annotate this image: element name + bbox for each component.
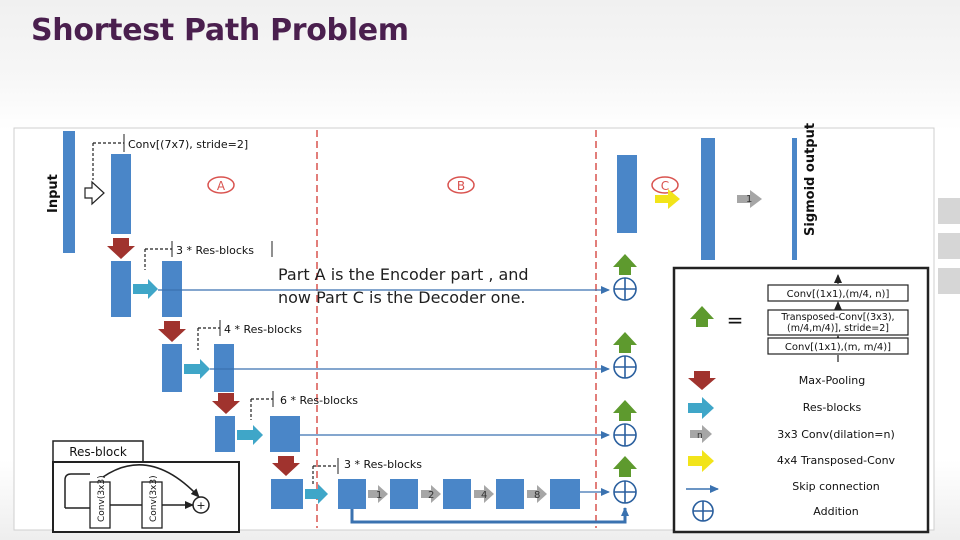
res-blocks-arrow-icon [184,359,210,379]
decoder-output-block [701,138,715,260]
conv-arrow-icon [84,180,105,206]
annotation-line-2: now Part C is the Decoder one. [278,288,526,307]
addition-icon [613,423,637,447]
svg-text:+: + [196,499,205,512]
encoder-block-2b [214,344,234,392]
legend-equals: = [727,308,744,332]
legend-badge: n [697,431,703,441]
decoder-block [617,155,637,233]
legend-label: Res-blocks [803,401,862,414]
legend-label: 3x3 Conv(dilation=n) [777,428,895,441]
max-pooling-arrow-icon [212,393,240,414]
dilated-conv-arrow-icon [527,485,547,503]
res-blocks-arrow-icon [305,484,328,504]
svg-text:A: A [217,179,226,193]
svg-text:Conv(3x3): Conv(3x3) [149,475,159,522]
input-label: Input [46,174,61,213]
svg-text:Res-block: Res-block [69,445,127,459]
legend-stack-text: Transposed-Conv[(3x3), [780,312,894,323]
res-blocks-arrow-icon [688,397,714,419]
max-pooling-arrow-icon [272,456,300,476]
legend-stack-text: Conv[(1x1),(m/4, n)] [787,289,890,300]
transposed-conv-arrow-icon [655,189,680,209]
annotation-note: Part A is the Encoder part , and now Par… [278,263,608,309]
legend-label: Addition [813,505,858,518]
svg-text:C: C [661,179,669,193]
edge-tab [938,198,960,224]
output-label: Sigmoid output [803,123,818,236]
dilated-block-4 [496,479,524,509]
max-pooling-arrow-icon [688,371,716,390]
max-pooling-arrow-icon [107,238,135,259]
encoder-block-4 [271,479,303,509]
addition-icon [613,480,637,504]
max-pooling-arrow-icon [158,321,186,342]
output-block [792,138,797,260]
legend-label: 4x4 Transposed-Conv [777,454,896,467]
res-block-inset: Res-block Conv(3x3) Conv(3x3) + [52,440,240,533]
dilated-block-2 [390,479,418,509]
dilation-badge: 2 [428,490,434,501]
edge-tab [938,268,960,294]
legend-stack-box-bottom [767,337,909,355]
dilated-conv-arrow-icon [421,485,441,503]
res-blocks-arrow-icon [133,279,158,299]
legend-stack-text: (m/4,m/4)], stride=2] [787,323,889,334]
encoder-block-1b [162,261,182,317]
legend-label: Max-Pooling [799,374,865,387]
input-block [63,131,75,253]
transposed-conv-arrow-icon [688,450,714,472]
upsample-arrow-icon [613,332,637,353]
upsample-arrow-icon [613,456,637,477]
dilated-conv-arrow-icon [474,485,494,503]
conv-label: Conv[(7x7), stride=2] [128,138,248,151]
dilation-badge: 1 [376,490,382,501]
bottom-skip-line [350,507,629,524]
res-group-label-1: 3 * Res-blocks [176,244,254,257]
upsample-arrow-icon [613,400,637,421]
encoder-block-1a [111,261,131,317]
upsample-arrow-icon [613,254,637,275]
dilated-conv-arrow-icon [737,190,762,208]
res-group-label-3: 6 * Res-blocks [280,394,358,407]
dilated-block-5 [550,479,580,509]
encoder-block-conv [111,154,131,234]
legend: = Conv[(1x1),(m/4, n)] Transposed-Conv[(… [672,266,930,534]
dilation-badge: 8 [534,490,540,501]
encoder-block-3b [270,416,300,452]
res-blocks-arrow-icon [237,425,263,445]
decoder-badge: 1 [746,194,752,205]
section-label-b: B [447,176,475,194]
addition-icon [613,277,637,301]
addition-icon [613,355,637,379]
slide-title: Shortest Path Problem [31,13,409,48]
background-header-wash [0,0,960,130]
dilated-conv-arrow-icon [368,485,388,503]
legend-label: Skip connection [792,480,880,493]
encoder-block-3a [215,416,235,452]
res-group-label-4: 3 * Res-blocks [344,458,422,471]
section-label-c: C [651,176,679,194]
addition-icon [692,500,714,522]
dilated-block-1 [338,479,366,509]
encoder-block-2a [162,344,182,392]
svg-text:Conv(3x3): Conv(3x3) [97,475,107,522]
res-group-label-2: 4 * Res-blocks [224,323,302,336]
section-label-a: A [207,176,235,194]
dilated-block-3 [443,479,471,509]
legend-stack-text: Conv[(1x1),(m, m/4)] [785,342,891,353]
svg-text:B: B [457,179,465,193]
dilated-conv-arrow-icon [690,425,712,443]
upsample-arrow-icon [690,306,714,327]
edge-tab [938,233,960,259]
annotation-line-1: Part A is the Encoder part , and [278,265,529,284]
dilation-badge: 4 [481,490,487,501]
